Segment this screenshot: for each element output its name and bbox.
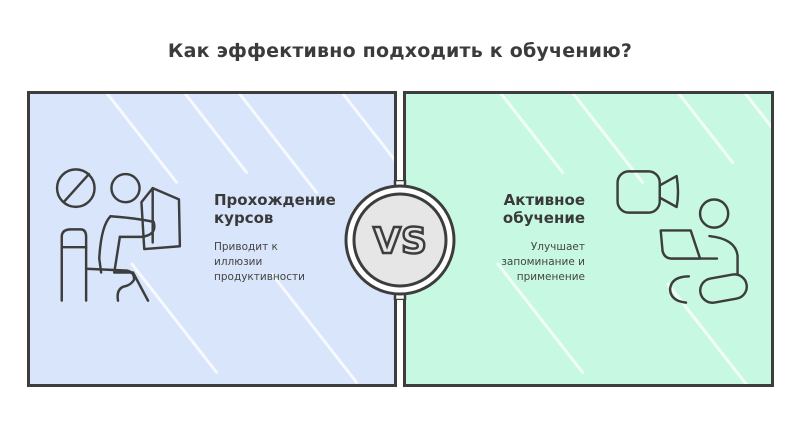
left-heading: Прохождение курсов [214,191,336,227]
right-heading-line1: Активное [503,191,585,209]
vs-label: VS [373,221,427,262]
left-desc-line3: продуктивности [214,271,305,283]
panel-active-learning: Активное обучение Улучшает запоминание и… [403,91,774,387]
left-description: Приводит к иллюзии продуктивности [214,240,305,285]
decorative-streak [230,94,319,195]
decorative-streak [310,94,394,165]
left-heading-line1: Прохождение [214,191,336,209]
left-desc-line1: Приводит к [214,241,278,253]
person-laptop-video-icon [616,170,748,304]
right-heading: Активное обучение [503,191,585,227]
panel-course-taking: Прохождение курсов Приводит к иллюзии пр… [27,91,397,387]
vs-badge: VS [344,180,456,300]
right-desc-line1: Улучшает [530,241,585,253]
right-heading-line2: обучение [502,209,585,227]
diagram-title: Как эффективно подходить к обучению? [167,40,633,62]
left-heading-line2: курсов [214,209,274,227]
person-reading-no-sign-icon [55,168,182,302]
left-desc-line2: иллюзии [214,256,263,268]
decorative-streak [646,94,735,165]
right-desc-line2: запоминание и [501,256,585,268]
right-description: Улучшает запоминание и применение [501,240,585,285]
right-desc-line3: применение [516,271,585,283]
decorative-streak [476,94,565,175]
